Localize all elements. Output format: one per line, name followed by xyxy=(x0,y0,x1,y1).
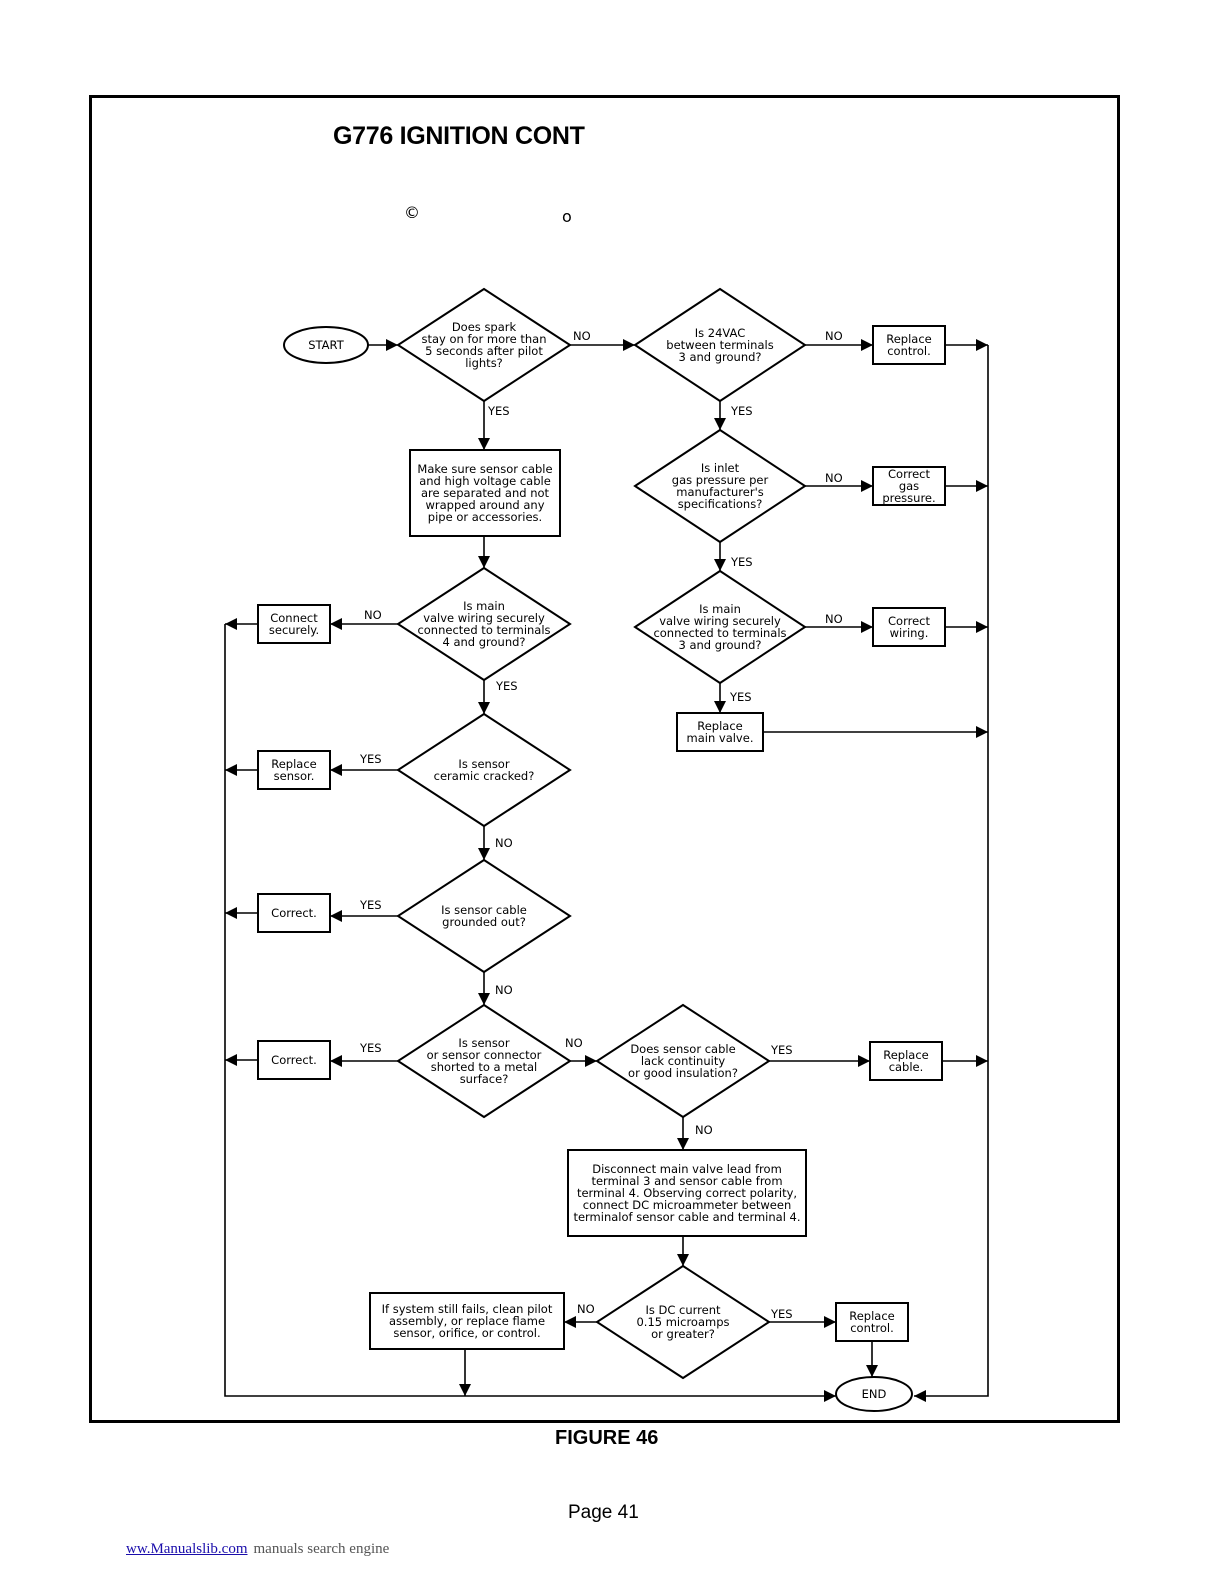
degree-mark: o xyxy=(562,207,572,226)
label-yes: YES xyxy=(359,752,382,766)
label-no: NO xyxy=(364,608,382,622)
label-no: NO xyxy=(825,329,843,343)
action-replace-cable xyxy=(869,1041,943,1081)
label-yes: YES xyxy=(487,404,510,418)
action-correct-1 xyxy=(257,893,331,933)
decision-grounded xyxy=(396,858,572,974)
decision-dc-current xyxy=(595,1264,771,1380)
footer-link[interactable]: ww.Manualslib.com xyxy=(126,1541,248,1557)
action-replace-main-valve xyxy=(676,712,764,752)
label-yes: YES xyxy=(770,1307,793,1321)
diagram-title: G776 IGNITION CONT xyxy=(333,122,585,150)
label-yes: YES xyxy=(495,679,518,693)
label-yes: YES xyxy=(770,1043,793,1057)
end-terminal xyxy=(835,1376,913,1412)
action-replace-control-2 xyxy=(835,1302,909,1342)
action-disconnect xyxy=(567,1149,807,1237)
end-terminal-text: END xyxy=(862,1387,887,1401)
decision-shorted xyxy=(396,1003,572,1119)
label-yes: YES xyxy=(729,690,752,704)
copyright-mark: © xyxy=(404,203,420,222)
action-make-sure-separated xyxy=(409,449,561,537)
start-terminal xyxy=(283,326,369,364)
decision-24vac xyxy=(633,287,807,403)
arrow-right-return xyxy=(914,345,989,1402)
label-no: NO xyxy=(573,329,591,343)
diagram-frame xyxy=(89,95,1120,1423)
label-no: NO xyxy=(565,1036,583,1050)
label-no: NO xyxy=(495,836,513,850)
action-correct-1-text: Correct. xyxy=(271,906,317,920)
label-no: NO xyxy=(825,471,843,485)
arrow-left-return xyxy=(224,624,836,1402)
action-correct-wiring xyxy=(872,607,946,647)
decision-main-valve-3 xyxy=(633,569,807,685)
label-no: NO xyxy=(825,612,843,626)
decision-spark xyxy=(396,287,572,403)
decision-ceramic xyxy=(396,712,572,828)
label-no: NO xyxy=(577,1302,595,1316)
label-yes: YES xyxy=(359,1041,382,1055)
action-replace-control xyxy=(872,325,946,365)
decision-continuity xyxy=(595,1003,771,1119)
label-yes: YES xyxy=(730,555,753,569)
label-no: NO xyxy=(495,983,513,997)
footer: ww.Manualslib.com manuals search engine xyxy=(126,1541,389,1558)
action-replace-sensor xyxy=(257,750,331,790)
action-correct-gas xyxy=(872,466,946,506)
start-terminal-text: START xyxy=(308,338,344,352)
action-connect-securely xyxy=(257,604,331,644)
label-yes: YES xyxy=(730,404,753,418)
action-correct-2-text: Correct. xyxy=(271,1053,317,1067)
label-yes: YES xyxy=(359,898,382,912)
action-correct-2 xyxy=(257,1040,331,1080)
page-number: Page 41 xyxy=(568,1502,639,1523)
decision-inlet-pressure xyxy=(633,428,807,544)
figure-caption: FIGURE 46 xyxy=(555,1427,659,1449)
action-if-fails xyxy=(369,1292,565,1350)
label-no: NO xyxy=(695,1123,713,1137)
footer-tagline: manuals search engine xyxy=(253,1541,390,1557)
decision-main-valve-4 xyxy=(396,566,572,682)
